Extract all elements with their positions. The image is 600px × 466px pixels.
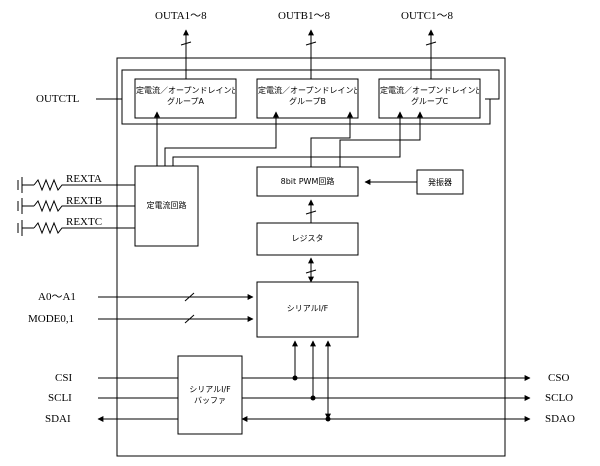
scli-label: SCLI (48, 392, 72, 404)
outctl-label: OUTCTL (36, 93, 80, 105)
serial-if-box (256, 281, 359, 338)
group-c-line2: グループC (410, 97, 449, 106)
serial-buffer-line1: シリアルI/F (189, 385, 231, 394)
outc-label: OUTC1～8 (401, 10, 453, 22)
const-current-text: 定電流回路 (146, 201, 187, 210)
outb-label: OUTB1～8 (278, 10, 330, 22)
register-text: レジスタ (291, 234, 324, 243)
mode-label: MODE0,1 (28, 313, 75, 325)
register-box (256, 222, 359, 256)
group-b-line1: 定電流／オープンドレイン出力 (258, 86, 357, 95)
serial-buffer-box (177, 355, 243, 435)
rexta-label: REXTA (66, 173, 102, 185)
serial-buffer-text: シリアルI/F バッファ (179, 384, 241, 406)
sclo-label: SCLO (545, 392, 574, 404)
group-a-line1: 定電流／オープンドレイン出力 (136, 86, 235, 95)
group-c-text: 定電流／オープンドレイン出力 グループC (380, 85, 479, 107)
pwm-text: 8bit PWM回路 (280, 177, 335, 186)
group-a-line2: グループA (167, 97, 204, 106)
group-b-line2: グループB (288, 97, 326, 106)
rextc-label: REXTC (66, 216, 103, 228)
sdai-label: SDAI (45, 413, 71, 425)
rextb-label: REXTB (66, 195, 103, 207)
group-a-text: 定電流／オープンドレイン出力 グループA (136, 85, 235, 107)
a0-label: A0～A1 (38, 291, 76, 303)
serial-if-text: シリアルI/F (286, 304, 329, 313)
pwm-box (256, 166, 359, 197)
outa-label: OUTA1～8 (155, 10, 207, 22)
oscillator-text: 発振器 (428, 178, 452, 187)
group-b-box (256, 78, 359, 119)
group-b-text: 定電流／オープンドレイン出力 グループB (258, 85, 357, 107)
group-c-box (378, 78, 481, 119)
serial-buffer-line2: バッファ (194, 396, 226, 405)
sdao-label: SDAO (545, 413, 575, 425)
group-c-line1: 定電流／オープンドレイン出力 (380, 86, 479, 95)
csi-label: CSI (55, 372, 73, 384)
cso-label: CSO (548, 372, 570, 384)
